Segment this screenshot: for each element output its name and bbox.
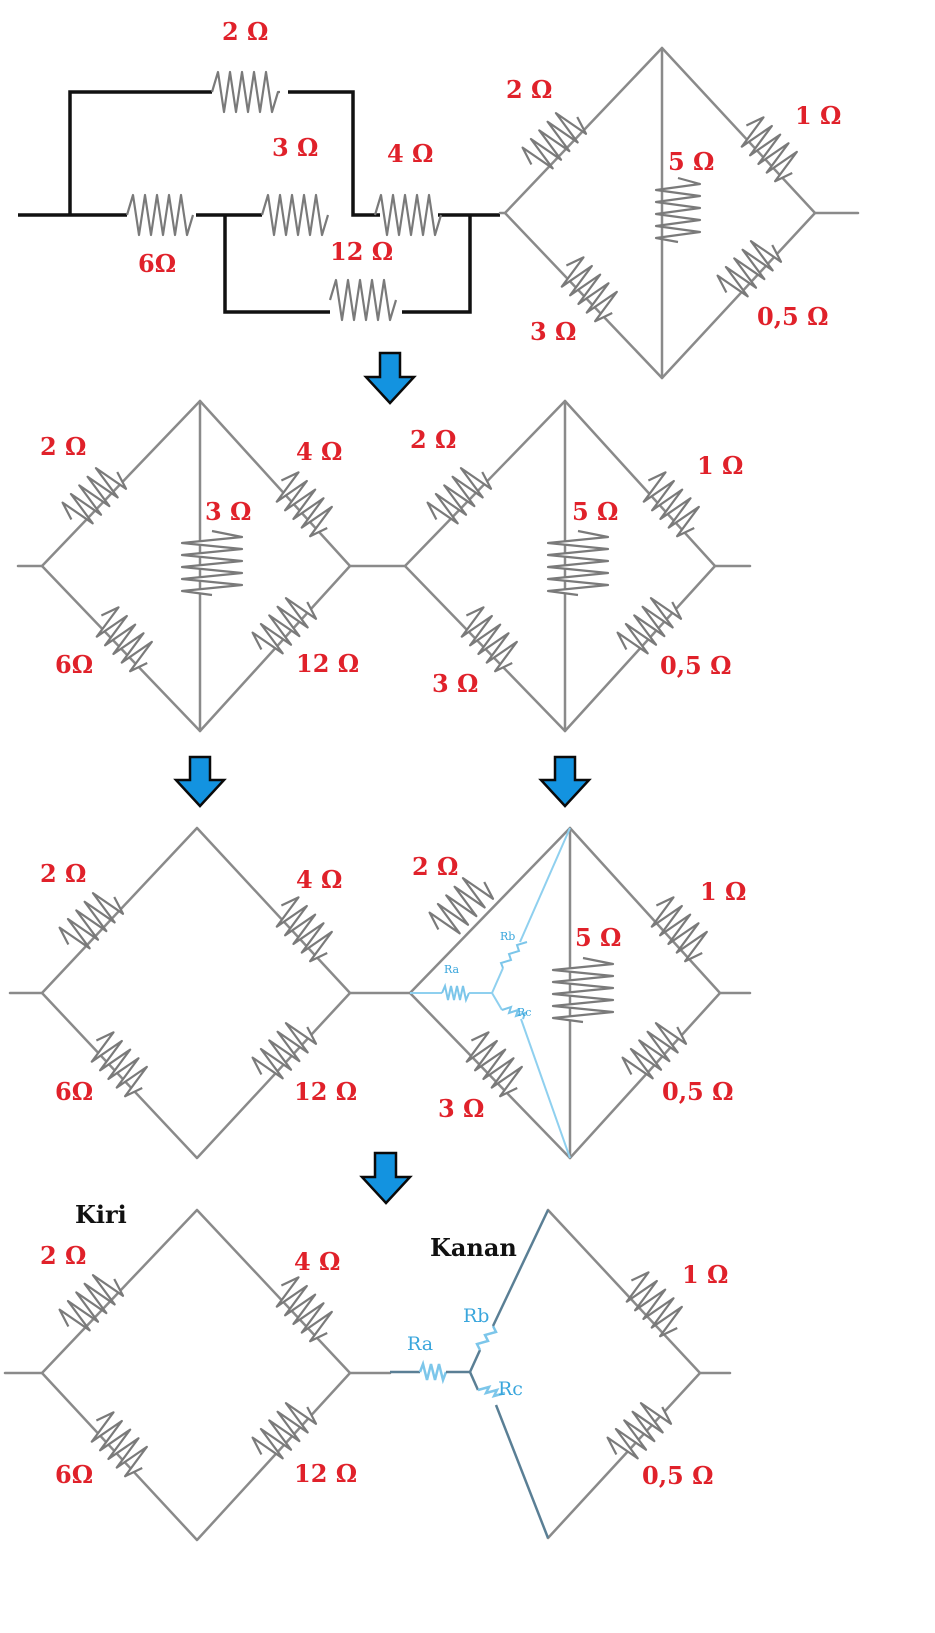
label: 0,5 Ω bbox=[660, 651, 731, 680]
kiri-label: Kiri bbox=[75, 1200, 127, 1229]
rb-label: Rb bbox=[500, 930, 515, 943]
label: 12 Ω bbox=[296, 649, 359, 678]
label: 1 Ω bbox=[700, 877, 746, 906]
label: 2 Ω bbox=[412, 852, 458, 881]
label: 12 Ω bbox=[294, 1077, 357, 1106]
label: 6Ω bbox=[138, 249, 176, 278]
rc-label: Rc bbox=[517, 1006, 531, 1019]
label: 3 Ω bbox=[432, 669, 478, 698]
label: 1 Ω bbox=[682, 1260, 728, 1289]
panel-3-delta-star: 2 Ω 4 Ω 6Ω 12 Ω 2 Ω 1 Ω 5 Ω 3 Ω 0,5 Ω Ra… bbox=[8, 826, 752, 1160]
label: 3 Ω bbox=[438, 1094, 484, 1123]
ra-label: Ra bbox=[407, 1333, 433, 1355]
down-arrow-icon bbox=[363, 351, 417, 405]
label: 4 Ω bbox=[294, 1247, 340, 1276]
label: 5 Ω bbox=[668, 147, 714, 176]
label: 0,5 Ω bbox=[662, 1077, 733, 1106]
down-arrow-icon bbox=[359, 1151, 413, 1205]
rb-label: Rb bbox=[463, 1305, 489, 1327]
label: 3 Ω bbox=[272, 133, 318, 162]
label: 1 Ω bbox=[697, 451, 743, 480]
label: 2 Ω bbox=[506, 75, 552, 104]
label: 6Ω bbox=[55, 650, 93, 679]
panel-1-original-circuit: 2 Ω 3 Ω 4 Ω 6Ω 12 Ω 2 Ω 1 Ω 5 Ω 3 Ω 0,5 … bbox=[18, 17, 860, 380]
label: 2 Ω bbox=[222, 17, 268, 46]
label: 5 Ω bbox=[572, 497, 618, 526]
down-arrow-icon bbox=[538, 755, 592, 808]
label: 2 Ω bbox=[410, 425, 456, 454]
label: 3 Ω bbox=[530, 317, 576, 346]
label: 12 Ω bbox=[330, 237, 393, 266]
label: 4 Ω bbox=[296, 437, 342, 466]
label: 6Ω bbox=[55, 1460, 93, 1489]
ra-label: Ra bbox=[444, 963, 460, 976]
panel-4-simplified: Kiri Kanan 2 Ω 4 Ω 6Ω 12 Ω 1 Ω 0,5 Ω Ra … bbox=[3, 1200, 732, 1542]
label: 0,5 Ω bbox=[757, 302, 828, 331]
rc-label: Rc bbox=[498, 1378, 523, 1400]
label: 1 Ω bbox=[795, 101, 841, 130]
down-arrow-icon bbox=[173, 755, 227, 808]
label: 4 Ω bbox=[387, 139, 433, 168]
kanan-label: Kanan bbox=[430, 1233, 517, 1262]
label: 5 Ω bbox=[575, 923, 621, 952]
label: 2 Ω bbox=[40, 432, 86, 461]
label: 2 Ω bbox=[40, 859, 86, 888]
label: 0,5 Ω bbox=[642, 1461, 713, 1490]
label: 2 Ω bbox=[40, 1241, 86, 1270]
label: 3 Ω bbox=[205, 497, 251, 526]
panel-2-two-bridges: 2 Ω 4 Ω 3 Ω 6Ω 12 Ω 2 Ω 1 Ω 5 Ω 3 Ω 0,5 … bbox=[16, 399, 752, 733]
label: 12 Ω bbox=[294, 1459, 357, 1488]
label: 6Ω bbox=[55, 1077, 93, 1106]
label: 4 Ω bbox=[296, 865, 342, 894]
